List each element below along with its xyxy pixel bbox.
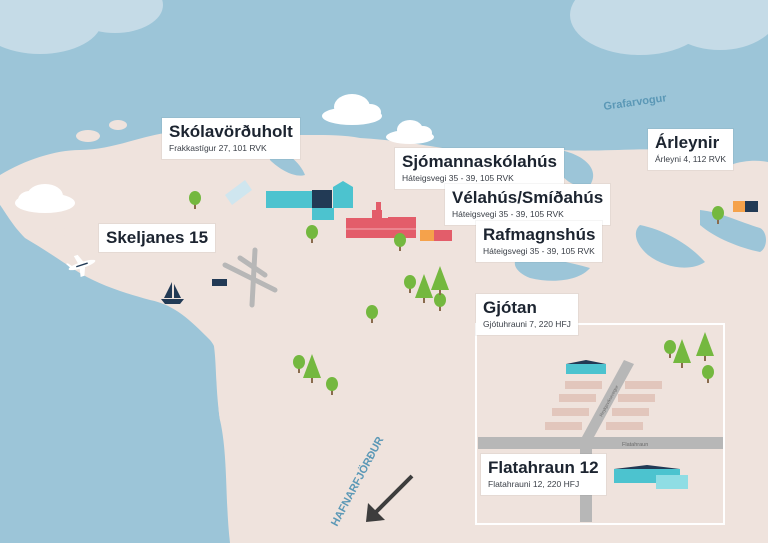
building-velahus (420, 230, 452, 241)
label-skolavorduholt[interactable]: Skólavörðuholt Frakkastígur 27, 101 RVK (162, 118, 300, 159)
label-gjotan[interactable]: Gjótan Gjótuhrauni 7, 220 HFJ (476, 294, 578, 335)
label-rafmagnshus[interactable]: Rafmagnshús Háteigsvegi 35 - 39, 105 RVK (476, 221, 603, 262)
land-south (210, 328, 303, 543)
label-velahus[interactable]: Vélahús/Smíðahús Háteigsvegi 35 - 39, 10… (445, 184, 611, 225)
label-address: Frakkastígur 27, 101 RVK (169, 143, 267, 153)
tree-icon-group (189, 191, 724, 395)
building-skolavorduholt (225, 180, 353, 220)
tree-icon (189, 191, 201, 209)
tree-icon (673, 339, 691, 368)
cloud-3 (386, 120, 434, 144)
building-arleynir (733, 201, 758, 212)
road-label-flatahraun: Flatahraun (622, 442, 648, 448)
cloud-top-left (0, 0, 163, 54)
tree-icon (293, 355, 305, 373)
label-title: Gjótan (483, 298, 537, 317)
label-title: Vélahús/Smíðahús (452, 188, 604, 207)
tree-icon (366, 305, 378, 323)
airport-runways (222, 247, 278, 308)
tree-icon (664, 340, 676, 358)
tree-icon (404, 275, 416, 293)
cloud-top-right (570, 0, 768, 55)
label-title: Sjómannaskólahús (402, 152, 557, 171)
label-title: Rafmagnshús (483, 225, 596, 244)
label-address: Árleyni 4, 112 RVK (655, 154, 727, 164)
label-title: Flatahraun 12 (488, 458, 599, 477)
tree-icon (326, 377, 338, 395)
label-skeljanes[interactable]: Skeljanes 15 (99, 224, 216, 252)
cloud-2 (322, 94, 382, 125)
cloud-1 (15, 184, 75, 213)
tree-icon (702, 365, 714, 383)
label-address: Gjótuhrauni 7, 220 HFJ (483, 319, 571, 329)
tree-icon (415, 274, 433, 303)
tree-icon (306, 225, 318, 243)
label-title: Skeljanes 15 (106, 228, 209, 247)
label-address: Flatahrauni 12, 220 HFJ (488, 479, 580, 489)
tree-icon (712, 206, 724, 224)
label-address: Háteigsvegi 35 - 39, 105 RVK (402, 173, 514, 183)
label-address: Háteigsvegi 35 - 39, 105 RVK (483, 246, 595, 256)
label-title: Árleynir (655, 133, 720, 152)
tree-icon (696, 332, 714, 361)
building-sjomannaskolahus (346, 202, 416, 238)
tree-icon (394, 233, 406, 251)
islets (29, 120, 375, 265)
tree-icon (434, 293, 446, 311)
label-flatahraun[interactable]: Flatahraun 12 Flatahrauni 12, 220 HFJ (481, 454, 606, 495)
label-sjomannaskolahus[interactable]: Sjómannaskólahús Háteigsvegi 35 - 39, 10… (395, 148, 564, 189)
label-title: Skólavörðuholt (169, 122, 293, 141)
label-address: Háteigsvegi 35 - 39, 105 RVK (452, 209, 564, 219)
direction-arrow-icon (366, 474, 414, 522)
label-arleynir[interactable]: Árleynir Árleyni 4, 112 RVK (648, 129, 734, 170)
land-peninsula (20, 162, 98, 201)
airplane-icon (65, 254, 96, 278)
tree-icon (303, 354, 321, 383)
sailboat-icon (161, 282, 184, 304)
tree-icon (431, 266, 449, 295)
building-skeljanes (212, 279, 227, 286)
